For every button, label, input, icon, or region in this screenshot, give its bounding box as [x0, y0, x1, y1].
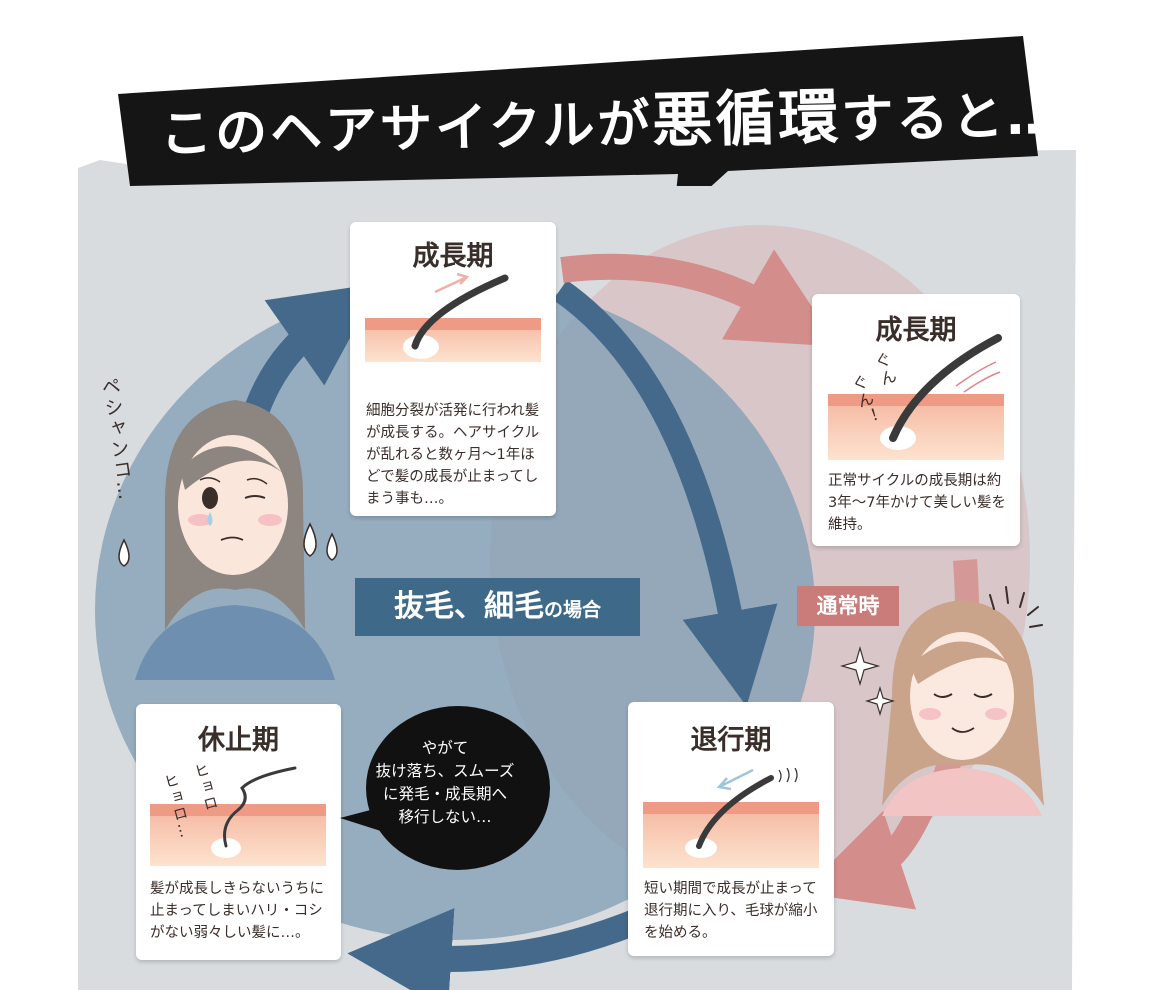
label-abnormal-main: 抜毛、細毛 [393, 589, 544, 624]
card-title: 成長期 [412, 241, 494, 272]
card-growth-normal: 成長期 ぐん ぐん！ 正常サイクルの成長期は約3年〜7年かけて美しい髪を維持。 [812, 294, 1020, 546]
card-title: 休止期 [198, 725, 279, 756]
card-description: 髪が成長しきらないうちに止まってしまいハリ・コシがない弱々しい髪に…。 [150, 881, 324, 941]
sparkle-icons [840, 645, 896, 717]
speech-bubble-text: やがて 抜け落ち、スムーズ に発毛・成長期へ 移行しない… [375, 739, 515, 826]
normal-arrow-top [560, 249, 839, 347]
card-description: 短い期間で成長が止まって退行期に入り、毛球が縮小を始める。 [644, 881, 818, 941]
hair-rest-illustration [150, 766, 326, 866]
label-abnormal: 抜毛、細毛の場合 [355, 578, 640, 636]
shine-lines-icon [989, 586, 1043, 628]
card-description: 正常サイクルの成長期は約3年〜7年かけて美しい髪を維持。 [828, 473, 1006, 533]
label-abnormal-suffix: の場合 [543, 599, 601, 621]
teardrop-icons [118, 522, 338, 567]
card-regression: 退行期 短い期間で成長が止まって退行期に入り、毛球が縮小を始める。 [628, 702, 834, 956]
abnormal-arrow-right [553, 280, 778, 707]
speech-bubble-shape [340, 706, 550, 870]
hair-growth-strong-illustration [828, 334, 1004, 460]
title-post: すると… [840, 85, 1063, 151]
card-growth-abnormal: 成長期 細胞分裂が活発に行われ髪が成長する。ヘアサイクルが乱れると数ヶ月〜1年ほ… [350, 222, 556, 516]
title-banner: このヘアサイクルが悪循環すると… [159, 69, 1062, 177]
hair-growth-illustration [365, 272, 541, 362]
abnormal-arrow-bottom [347, 907, 645, 990]
title-emphasis: 悪循環 [651, 82, 843, 157]
title-pre: このヘアサイクルが [159, 94, 654, 165]
card-description: 細胞分裂が活発に行われ髪が成長する。ヘアサイクルが乱れると数ヶ月〜1年ほどで髪の… [366, 403, 540, 507]
card-title: 成長期 [875, 315, 957, 346]
happy-woman-illustration [882, 600, 1044, 816]
sad-woman-illustration [135, 400, 335, 680]
label-normal: 通常時 [797, 586, 899, 626]
card-rest: 休止期 ヒョロ ヒョロ… 髪が成長しきらないうちに止まってしまいハリ・コシがない… [136, 704, 341, 960]
card-title: 退行期 [690, 725, 772, 756]
hair-regression-illustration [643, 768, 819, 868]
title-banner-shape [118, 36, 1038, 186]
